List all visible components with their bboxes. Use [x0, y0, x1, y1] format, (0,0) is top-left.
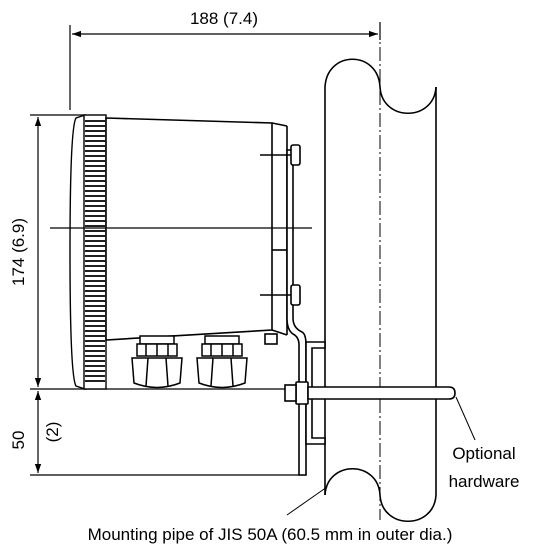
optional-hardware-label-line1: Optional — [452, 444, 515, 463]
height-dimension — [30, 114, 300, 390]
housing-body — [105, 117, 288, 345]
optional-hardware-label-line2: hardware — [449, 472, 520, 491]
pipe-caption: Mounting pipe of JIS 50A (60.5 mm in out… — [88, 525, 453, 544]
mounting-pipe — [324, 58, 437, 523]
offset-dimension-inch-label: (2) — [43, 422, 62, 443]
offset-dimension-label: 50 — [9, 431, 28, 450]
width-dimension — [69, 22, 381, 110]
front-bezel — [69, 114, 107, 390]
pipe-caption-leader — [286, 486, 328, 516]
cable-gland-right — [196, 335, 248, 389]
width-dimension-label: 188 (7.4) — [190, 9, 258, 28]
optional-hardware-leader — [455, 396, 476, 441]
cable-gland-left — [131, 335, 183, 389]
optional-hardware — [284, 341, 456, 445]
height-dimension-label: 174 (6.9) — [9, 218, 28, 286]
offset-dimension — [30, 391, 305, 476]
